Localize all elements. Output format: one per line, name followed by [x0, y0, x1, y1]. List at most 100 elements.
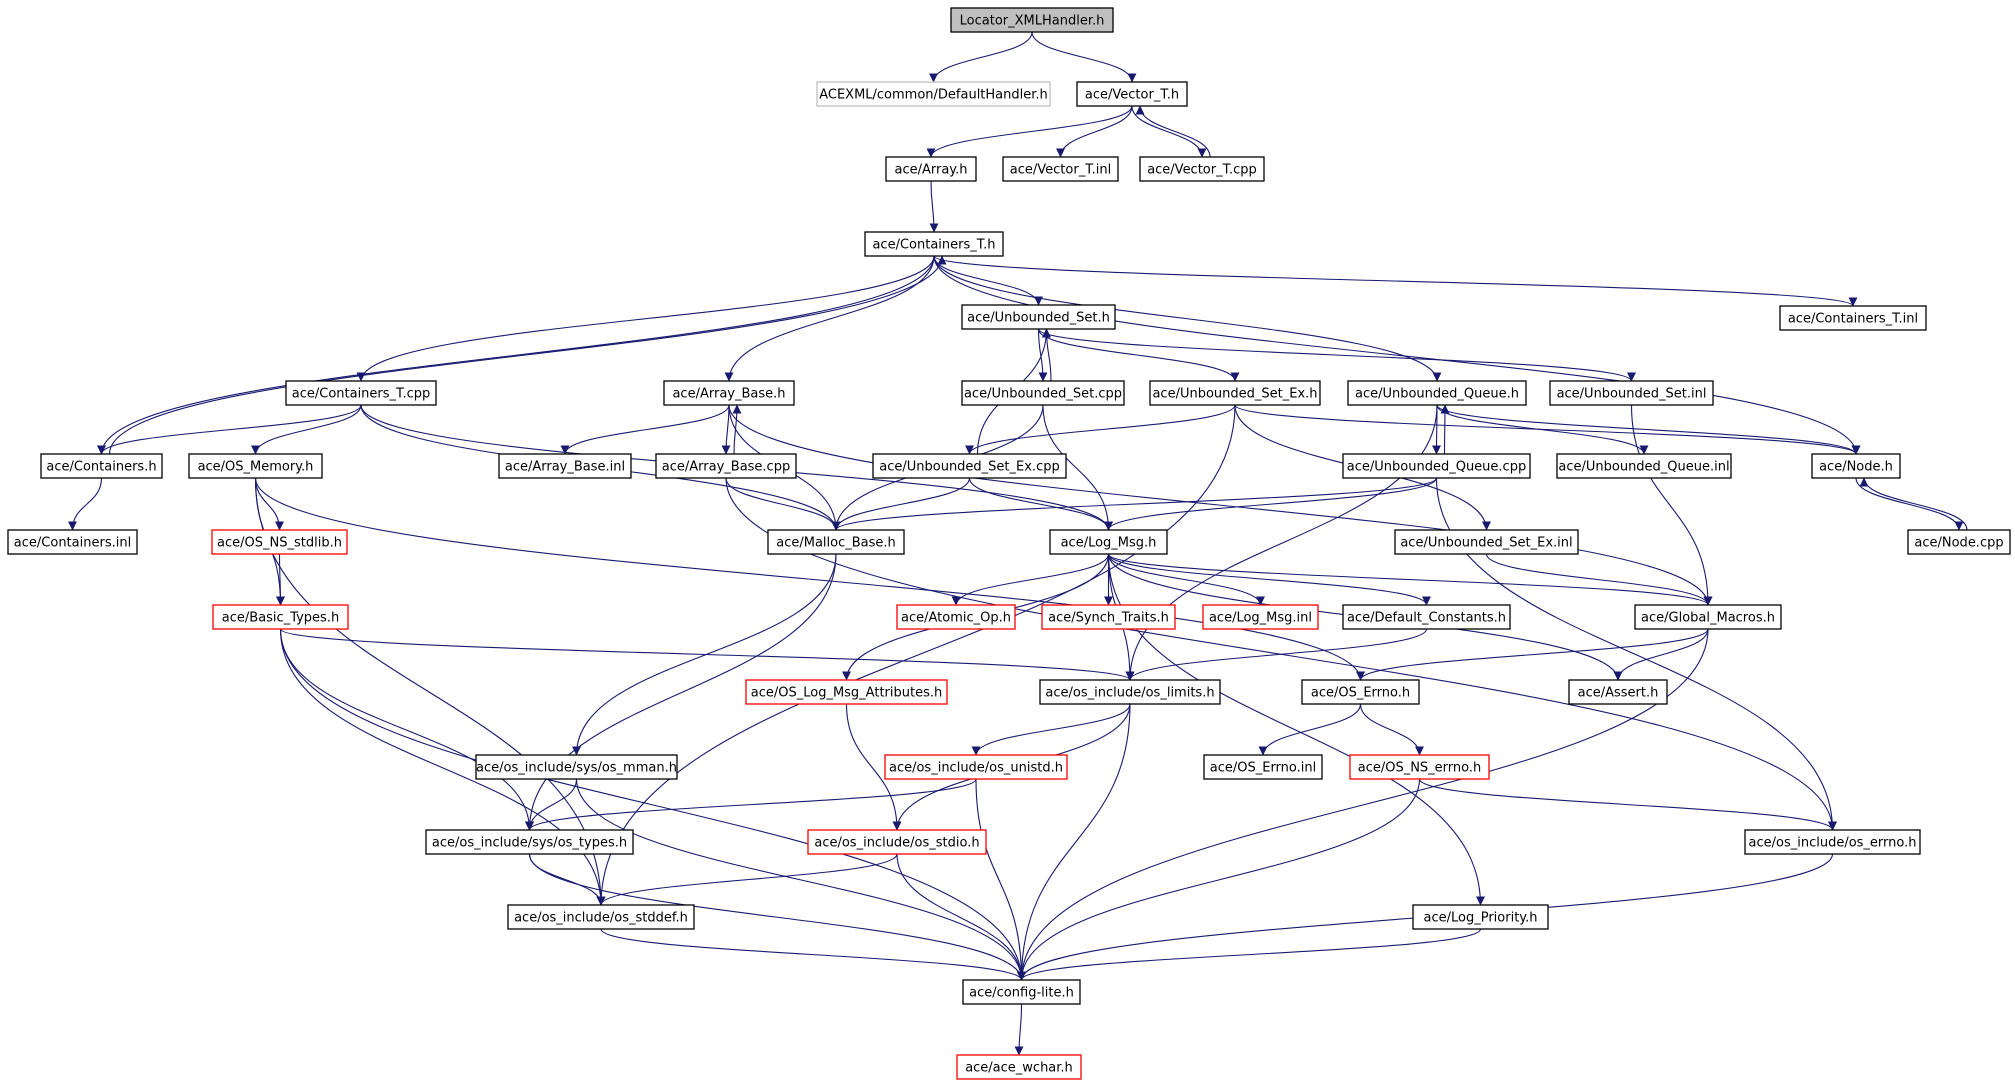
node-unbounded-queue-cpp[interactable]: ace/Unbounded_Queue.cpp: [1342, 453, 1531, 479]
node-basic-types-h[interactable]: ace/Basic_Types.h: [212, 604, 349, 630]
node-os-ns-errno-h[interactable]: ace/OS_NS_errno.h: [1349, 754, 1490, 780]
node-box[interactable]: [1039, 679, 1221, 705]
node-assert-h[interactable]: ace/Assert.h: [1568, 679, 1668, 705]
node-box[interactable]: [212, 604, 349, 630]
node-box[interactable]: [896, 604, 1016, 630]
node-os-include-errno-h[interactable]: ace/os_include/os_errno.h: [1744, 829, 1921, 855]
node-box[interactable]: [1342, 453, 1531, 479]
node-synch-traits-h[interactable]: ace/Synch_Traits.h: [1041, 604, 1176, 630]
node-box[interactable]: [872, 453, 1067, 479]
node-os-stddef-h[interactable]: ace/os_include/os_stddef.h: [507, 904, 695, 930]
node-box[interactable]: [1002, 156, 1119, 182]
node-os-errno-h[interactable]: ace/OS_Errno.h: [1301, 679, 1420, 705]
node-root[interactable]: Locator_XMLHandler.h: [950, 7, 1114, 33]
node-defhandler[interactable]: ACEXML/common/DefaultHandler.h: [816, 81, 1051, 107]
node-unbounded-queue-h[interactable]: ace/Unbounded_Queue.h: [1347, 380, 1527, 406]
node-array-base-inl[interactable]: ace/Array_Base.inl: [498, 453, 632, 479]
node-os-unistd-h[interactable]: ace/os_include/os_unistd.h: [884, 754, 1068, 780]
node-default-constants-h[interactable]: ace/Default_Constants.h: [1342, 604, 1511, 630]
node-os-mman-h[interactable]: ace/os_include/sys/os_mman.h: [475, 754, 678, 780]
node-box[interactable]: [1342, 604, 1511, 630]
node-box[interactable]: [1349, 754, 1490, 780]
node-os-limits-h[interactable]: ace/os_include/os_limits.h: [1039, 679, 1221, 705]
node-box[interactable]: [864, 231, 1004, 257]
node-box[interactable]: [1779, 305, 1927, 331]
node-box[interactable]: [884, 754, 1068, 780]
node-unbounded-set-ex-inl[interactable]: ace/Unbounded_Set_Ex.inl: [1394, 529, 1579, 555]
node-vector-h[interactable]: ace/Vector_T.h: [1076, 81, 1188, 107]
node-array-base-h[interactable]: ace/Array_Base.h: [663, 380, 795, 406]
node-box[interactable]: [950, 7, 1114, 33]
node-containers-t-h[interactable]: ace/Containers_T.h: [864, 231, 1004, 257]
node-os-ns-stdlib-h[interactable]: ace/OS_NS_stdlib.h: [211, 529, 348, 555]
node-box[interactable]: [498, 453, 632, 479]
node-box[interactable]: [285, 380, 437, 406]
node-unbounded-set-cpp[interactable]: ace/Unbounded_Set.cpp: [961, 380, 1125, 406]
node-array-base-cpp[interactable]: ace/Array_Base.cpp: [655, 453, 797, 479]
node-box[interactable]: [807, 829, 987, 855]
node-vector-inl[interactable]: ace/Vector_T.inl: [1002, 156, 1119, 182]
node-box[interactable]: [1811, 453, 1901, 479]
node-unbounded-queue-inl[interactable]: ace/Unbounded_Queue.inl: [1556, 453, 1732, 479]
node-box[interactable]: [1041, 604, 1176, 630]
node-unbounded-set-ex-cpp[interactable]: ace/Unbounded_Set_Ex.cpp: [872, 453, 1067, 479]
node-box[interactable]: [1568, 679, 1668, 705]
node-box[interactable]: [1744, 829, 1921, 855]
node-box[interactable]: [507, 904, 695, 930]
node-box[interactable]: [1556, 453, 1732, 479]
node-box[interactable]: [655, 453, 797, 479]
node-log-msg-inl[interactable]: ace/Log_Msg.inl: [1202, 604, 1319, 630]
node-box[interactable]: [1139, 156, 1265, 182]
node-box[interactable]: [1907, 529, 2011, 555]
node-node-h[interactable]: ace/Node.h: [1811, 453, 1901, 479]
node-box[interactable]: [1412, 904, 1549, 930]
node-atomic-op-h[interactable]: ace/Atomic_Op.h: [896, 604, 1016, 630]
node-os-log-msg-attr-h[interactable]: ace/OS_Log_Msg_Attributes.h: [745, 679, 948, 705]
node-box[interactable]: [1549, 380, 1714, 406]
node-os-memory-h[interactable]: ace/OS_Memory.h: [188, 453, 323, 479]
node-ace-wchar-h[interactable]: ace/ace_wchar.h: [956, 1054, 1082, 1080]
node-box[interactable]: [816, 81, 1051, 107]
node-box[interactable]: [767, 529, 905, 555]
node-array-h[interactable]: ace/Array.h: [885, 156, 977, 182]
node-vector-cpp[interactable]: ace/Vector_T.cpp: [1139, 156, 1265, 182]
node-box[interactable]: [745, 679, 948, 705]
node-containers-inl[interactable]: ace/Containers.inl: [7, 529, 138, 555]
node-containers-h[interactable]: ace/Containers.h: [40, 453, 163, 479]
node-box[interactable]: [885, 156, 977, 182]
node-global-macros-h[interactable]: ace/Global_Macros.h: [1634, 604, 1782, 630]
node-box[interactable]: [663, 380, 795, 406]
node-node-cpp[interactable]: ace/Node.cpp: [1907, 529, 2011, 555]
node-box[interactable]: [40, 453, 163, 479]
node-box[interactable]: [961, 380, 1125, 406]
node-containers-t-inl[interactable]: ace/Containers_T.inl: [1779, 305, 1927, 331]
node-box[interactable]: [1203, 754, 1323, 780]
node-os-errno-inl[interactable]: ace/OS_Errno.inl: [1203, 754, 1323, 780]
node-box[interactable]: [475, 754, 678, 780]
node-malloc-base-h[interactable]: ace/Malloc_Base.h: [767, 529, 905, 555]
node-box[interactable]: [425, 829, 634, 855]
node-unbounded-set-ex-h[interactable]: ace/Unbounded_Set_Ex.h: [1149, 380, 1321, 406]
node-unbounded-set-inl[interactable]: ace/Unbounded_Set.inl: [1549, 380, 1714, 406]
node-log-msg-h[interactable]: ace/Log_Msg.h: [1049, 529, 1168, 555]
node-box[interactable]: [211, 529, 348, 555]
node-containers-t-cpp[interactable]: ace/Containers_T.cpp: [285, 380, 437, 406]
node-box[interactable]: [1149, 380, 1321, 406]
node-box[interactable]: [956, 1054, 1082, 1080]
node-box[interactable]: [1202, 604, 1319, 630]
node-box[interactable]: [188, 453, 323, 479]
node-box[interactable]: [1301, 679, 1420, 705]
node-log-priority-h[interactable]: ace/Log_Priority.h: [1412, 904, 1549, 930]
node-box[interactable]: [1394, 529, 1579, 555]
node-box[interactable]: [962, 979, 1081, 1005]
node-box[interactable]: [1049, 529, 1168, 555]
node-os-types-h[interactable]: ace/os_include/sys/os_types.h: [425, 829, 634, 855]
node-box[interactable]: [961, 304, 1116, 330]
node-config-lite-h[interactable]: ace/config-lite.h: [962, 979, 1081, 1005]
node-os-stdio-h[interactable]: ace/os_include/os_stdio.h: [807, 829, 987, 855]
node-box[interactable]: [1347, 380, 1527, 406]
node-box[interactable]: [1076, 81, 1188, 107]
node-box[interactable]: [7, 529, 138, 555]
node-unbounded-set-h[interactable]: ace/Unbounded_Set.h: [961, 304, 1116, 330]
node-box[interactable]: [1634, 604, 1782, 630]
